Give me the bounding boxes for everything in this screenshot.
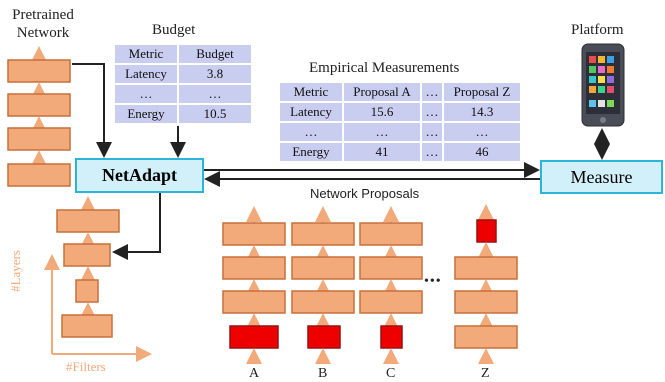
table-row: Energy 41 … 46 [280, 143, 520, 161]
table-cell: … [444, 123, 520, 141]
table-cell: 15.6 [344, 103, 420, 121]
table-cell: … [280, 123, 342, 141]
table-cell: Metric [280, 83, 342, 101]
proposal-label-b: B [318, 366, 328, 381]
netadapt-box: NetAdapt [75, 158, 204, 193]
measure-box: Measure [540, 160, 663, 194]
network-proposals-title: Network Proposals [310, 186, 420, 201]
table-row: Latency 3.8 [115, 65, 251, 83]
budget-table: Metric Budget Latency 3.8 … … Energy 10.… [113, 43, 253, 125]
table-cell: Energy [280, 143, 342, 161]
platform-title: Platform [571, 22, 624, 38]
table-cell: 46 [444, 143, 520, 161]
proposal-z [454, 204, 518, 364]
table-cell: Latency [115, 65, 177, 83]
measure-label: Measure [570, 166, 633, 187]
table-cell: Metric [115, 45, 177, 63]
table-row: Metric Proposal A … Proposal Z [280, 83, 520, 101]
table-row: Metric Budget [115, 45, 251, 63]
smartphone-icon [581, 43, 625, 127]
axes [44, 254, 152, 362]
pretrained-title-line-2: Network [16, 25, 70, 41]
proposal-label-z: Z [481, 366, 490, 381]
budget-title: Budget [152, 22, 196, 38]
table-row: … … … … [280, 123, 520, 141]
proposal-b [291, 206, 355, 364]
table-cell: Budget [179, 45, 251, 63]
pretrained-title-line-1: Pretrained [12, 7, 74, 23]
table-row: Energy 10.5 [115, 105, 251, 123]
table-cell: … [115, 85, 177, 103]
proposal-c [359, 206, 423, 364]
table-cell: … [422, 143, 442, 161]
pretrained-network [7, 46, 71, 187]
table-cell: … [179, 85, 251, 103]
table-cell: … [422, 83, 442, 101]
table-cell: 3.8 [179, 65, 251, 83]
table-cell: Latency [280, 103, 342, 121]
table-cell: Proposal A [344, 83, 420, 101]
pretrained-network-title: Pretrained Network [8, 6, 78, 42]
proposal-a [222, 206, 286, 364]
netadapt-label: NetAdapt [102, 165, 177, 185]
empirical-measurements-title: Empirical Measurements [309, 60, 460, 76]
axis-label-filters: #Filters [66, 359, 106, 374]
empirical-table: Metric Proposal A … Proposal Z Latency 1… [278, 81, 522, 163]
table-cell: Proposal Z [444, 83, 520, 101]
table-cell: … [344, 123, 420, 141]
adapted-network [56, 196, 120, 338]
table-cell: 14.3 [444, 103, 520, 121]
proposals-ellipsis: ••• [424, 274, 442, 289]
proposal-label-c: C [386, 366, 396, 381]
table-row: … … [115, 85, 251, 103]
table-cell: … [422, 103, 442, 121]
proposal-label-a: A [249, 366, 260, 381]
table-cell: 41 [344, 143, 420, 161]
axis-label-layers: #Layers [8, 250, 23, 292]
table-cell: … [422, 123, 442, 141]
table-cell: 10.5 [179, 105, 251, 123]
table-row: Latency 15.6 … 14.3 [280, 103, 520, 121]
table-cell: Energy [115, 105, 177, 123]
